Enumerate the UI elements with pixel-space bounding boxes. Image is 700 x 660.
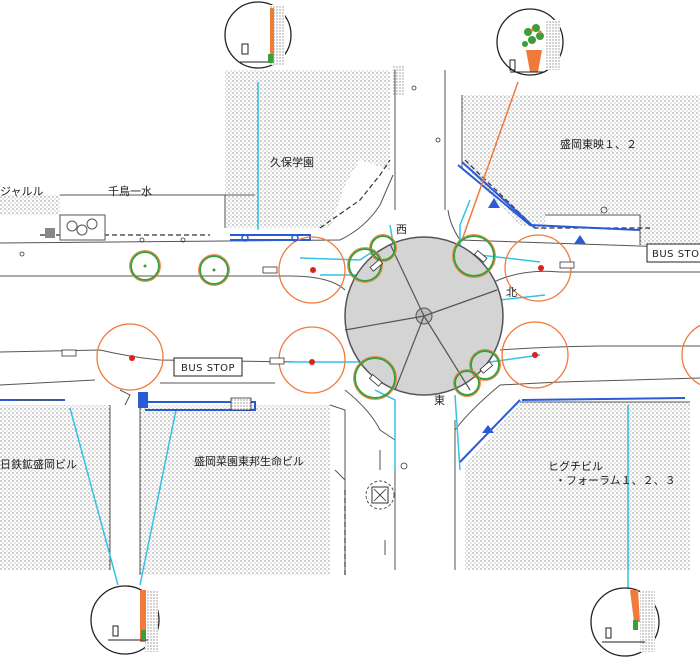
tree — [198, 254, 230, 286]
bus-stop-right: BUS STOP — [646, 243, 700, 263]
callout-top-left — [224, 1, 292, 69]
block-west-top — [0, 195, 60, 215]
tree — [469, 349, 501, 381]
road-marks — [61, 250, 575, 411]
block-ne — [462, 95, 700, 245]
circle-west-upper — [278, 236, 346, 304]
block-sw-2 — [140, 405, 330, 575]
callout-top-right — [496, 8, 564, 76]
nw-shop-front — [45, 214, 106, 241]
blue-markers — [138, 198, 586, 433]
label-nittetsu-bldg: 日鉄鉱盛岡ビル — [0, 457, 77, 471]
tree — [129, 250, 161, 282]
tree — [453, 369, 481, 397]
circle-far-east-lower — [681, 324, 700, 386]
callout-bottom-left — [90, 585, 160, 655]
label-dir-north: 北 — [506, 286, 517, 299]
bus-stop-right-label: BUS STOP — [652, 249, 700, 260]
label-chidori-issui: 千鳥一水 — [108, 184, 152, 198]
block-sw — [0, 405, 110, 570]
label-morioka-toei: 盛岡東映１、２ — [560, 137, 637, 151]
label-dir-west: 西 — [396, 223, 407, 236]
map-labels: 久保学園 千鳥一水 ジャルル 盛岡東映１、２ 日鉄鉱盛岡ビル 盛岡菜園東邦生命ビ… — [0, 137, 676, 487]
label-dir-east: 東 — [434, 394, 445, 407]
poles — [19, 85, 608, 470]
tree — [353, 356, 397, 400]
block-se — [465, 402, 690, 570]
circle-west-lower — [96, 323, 164, 391]
label-kubo-gakuen: 久保学園 — [270, 155, 314, 169]
tree — [452, 234, 496, 278]
block-shop — [392, 65, 404, 95]
label-jaruru: ジャルル — [0, 185, 43, 198]
bus-stop-left: BUS STOP — [173, 357, 243, 377]
misc-marks — [15, 389, 386, 555]
callout-bottom-right — [590, 587, 660, 657]
label-higuchi-bldg: ヒグチビル — [548, 459, 603, 473]
building-blocks — [0, 65, 700, 575]
central-roundabout — [344, 236, 504, 396]
circle-east-lower — [501, 321, 569, 389]
label-morioka-saien-bldg: 盛岡菜園東邦生命ビル — [194, 454, 304, 468]
orange-leaders — [461, 81, 519, 241]
trees — [129, 234, 501, 400]
block-nw — [225, 70, 390, 228]
south-kiosk — [365, 480, 395, 510]
label-forum: ・フォーラム１、２、３ — [555, 474, 676, 487]
red-dots — [129, 265, 544, 365]
bus-stop-left-label: BUS STOP — [181, 363, 235, 374]
